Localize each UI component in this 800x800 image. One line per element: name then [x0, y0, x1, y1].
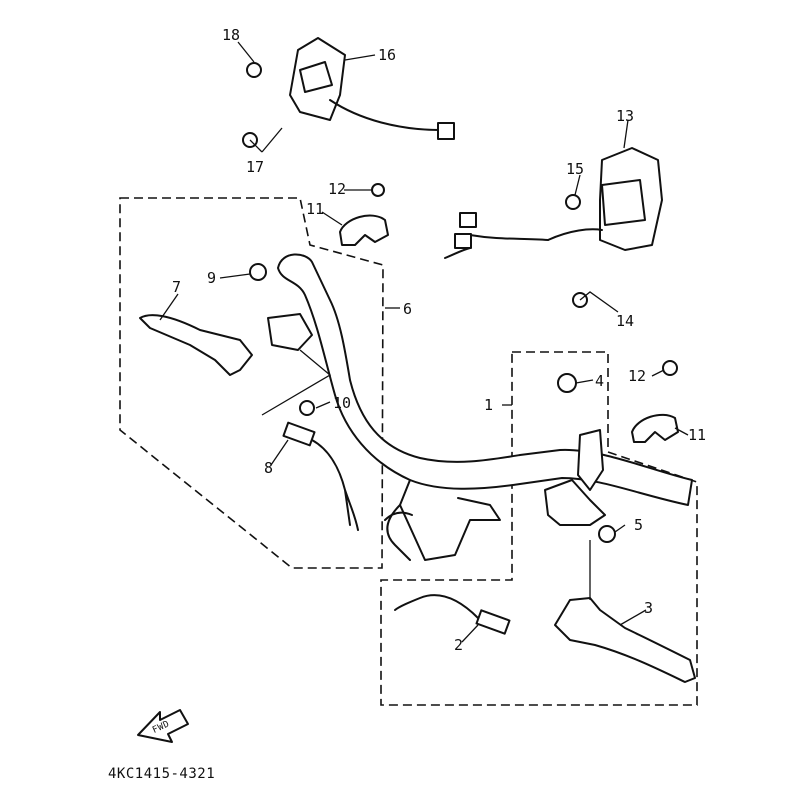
callout-2: 2	[454, 636, 463, 654]
part-7-lever	[139, 313, 313, 376]
left-assembly-boundary	[119, 197, 384, 569]
fastener-set	[242, 62, 678, 543]
callout-17: 17	[246, 158, 264, 176]
part-16-left-switch	[289, 37, 455, 140]
leader-lines	[159, 41, 689, 643]
part-8-switch	[282, 421, 359, 531]
callout-9: 9	[207, 269, 216, 287]
part-13-right-switch	[444, 147, 663, 259]
part-2-switch	[394, 594, 511, 635]
part-3-lever	[554, 597, 696, 683]
callout-15: 15	[566, 160, 584, 178]
right-lever-holder	[544, 429, 606, 526]
callout-10: 10	[333, 394, 351, 412]
callout-13: 13	[616, 107, 634, 125]
callout-16: 16	[378, 46, 396, 64]
callout-3: 3	[644, 599, 653, 617]
callout-14: 14	[616, 312, 634, 330]
callout-12-left: 12	[328, 180, 346, 198]
callout-5: 5	[634, 516, 643, 534]
fwd-arrow-icon: FWD	[137, 709, 189, 743]
callout-18: 18	[222, 26, 240, 44]
callout-1: 1	[484, 396, 493, 414]
callout-11-left: 11	[306, 200, 324, 218]
callout-7: 7	[172, 278, 181, 296]
part-11-clamp-right	[631, 413, 679, 443]
handlebar	[277, 253, 693, 561]
callout-11-right: 11	[688, 426, 706, 444]
diagram-code: 4KC1415-4321	[108, 766, 215, 782]
callout-6: 6	[403, 300, 412, 318]
callout-12-right: 12	[628, 367, 646, 385]
right-assembly-boundary	[380, 351, 698, 706]
callout-8: 8	[264, 459, 273, 477]
part-11-clamp-left	[339, 214, 389, 246]
callout-4: 4	[595, 372, 604, 390]
